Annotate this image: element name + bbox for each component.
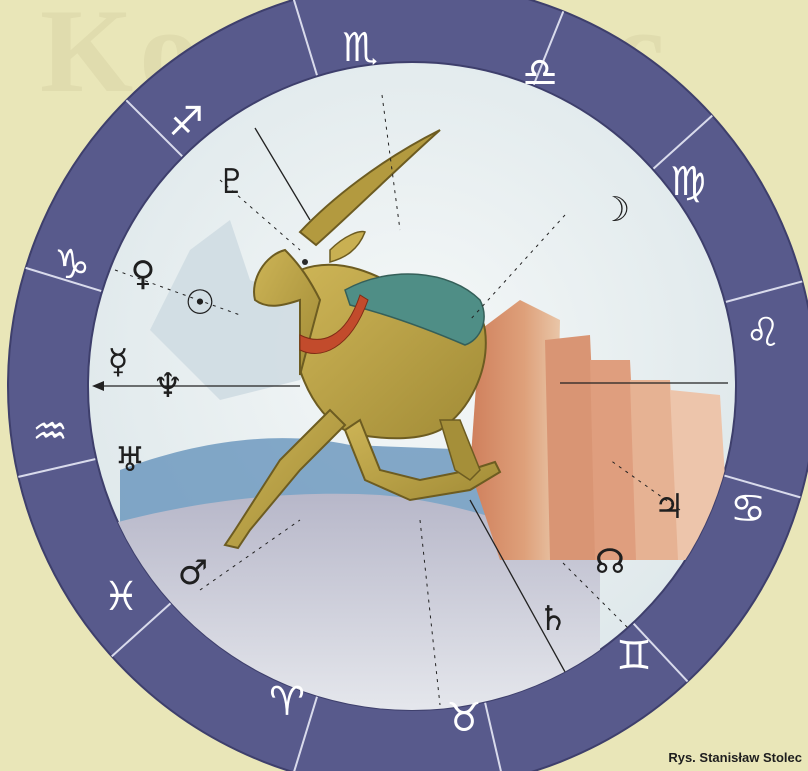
mars-icon: ♂ [178, 553, 208, 593]
aquarius-icon: ♒ [32, 409, 68, 455]
aries-icon: ♈ [269, 679, 305, 725]
capricorn-icon: ♑ [54, 242, 90, 288]
jupiter-icon: ♃ [654, 487, 684, 527]
neptune-icon: ♆ [153, 366, 183, 406]
north-node-icon: ☊ [595, 542, 625, 582]
pluto-icon: ♇ [217, 162, 247, 202]
illustration-credit: Rys. Stanisław Stolec [668, 750, 802, 765]
gemini-icon: ♊ [616, 633, 652, 679]
uranus-icon: ♅ [115, 440, 145, 480]
scorpio-icon: ♏ [342, 25, 378, 71]
cancer-icon: ♋ [730, 486, 766, 532]
saturn-icon: ♄ [538, 599, 568, 639]
sagittarius-icon: ♐ [168, 99, 204, 145]
virgo-icon: ♍ [670, 159, 706, 205]
venus-icon: ♀ [131, 254, 156, 294]
leo-icon: ♌ [745, 310, 781, 356]
pisces-icon: ♓ [103, 574, 139, 620]
mercury-icon: ☿ [108, 342, 129, 382]
sun-icon: ☉ [185, 283, 215, 323]
moon-icon: ☽ [600, 190, 630, 230]
libra-icon: ♎ [522, 50, 558, 96]
taurus-icon: ♉ [446, 695, 482, 741]
